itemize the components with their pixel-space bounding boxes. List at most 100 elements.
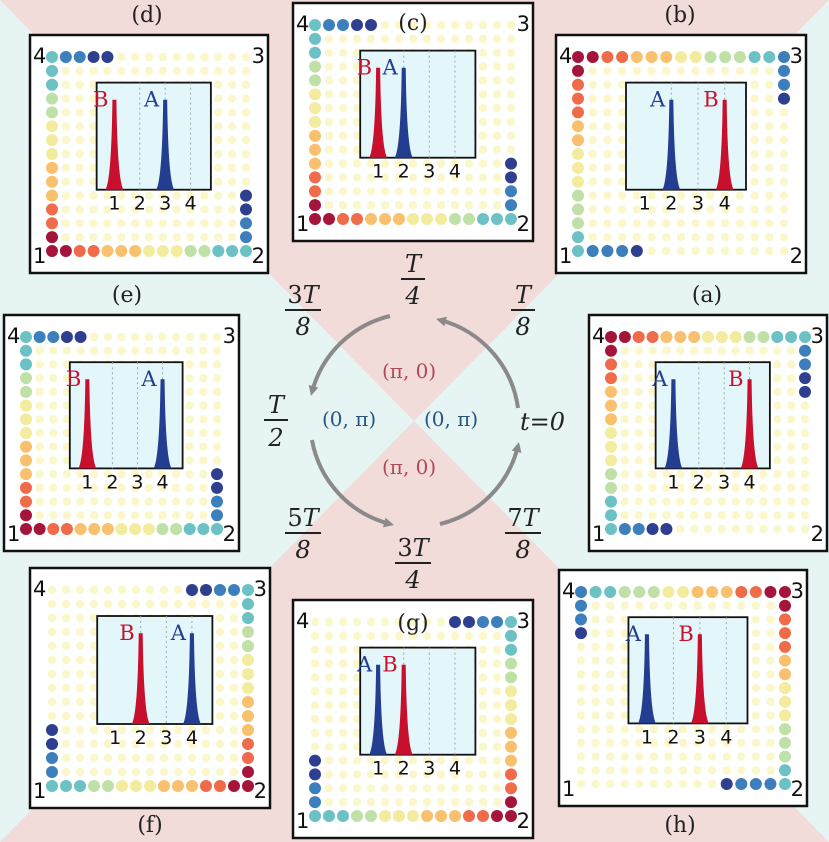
lattice-site: [722, 601, 731, 610]
lattice-site: [588, 94, 597, 103]
inset-tick-label: 1: [81, 471, 93, 493]
lattice-site: [693, 779, 702, 789]
edge-site: [46, 217, 58, 230]
lattice-site: [649, 724, 659, 734]
lattice-site: [620, 469, 630, 479]
lattice-site: [603, 108, 612, 117]
lattice-site: [591, 697, 600, 706]
lattice-site: [187, 767, 197, 777]
edge-site: [156, 523, 169, 535]
lattice-site: [130, 66, 140, 76]
lattice-site: [241, 149, 251, 159]
edge-site: [505, 671, 517, 684]
lattice-site: [89, 585, 99, 595]
edge-site: [601, 245, 614, 257]
lattice-site: [215, 655, 225, 665]
lattice-site: [200, 205, 209, 214]
lattice-site: [338, 631, 348, 641]
lattice-site: [352, 645, 362, 654]
lattice-site: [352, 34, 362, 44]
edge-site: [505, 726, 517, 739]
lattice-site: [172, 232, 181, 242]
lattice-site: [647, 205, 656, 214]
lattice-site: [338, 145, 348, 154]
lattice-site: [214, 52, 223, 62]
lattice-site: [492, 103, 502, 113]
edge-site: [20, 427, 32, 439]
lattice-site: [634, 511, 643, 520]
edge-site: [87, 245, 100, 257]
lattice-site: [352, 797, 362, 807]
lattice-site: [617, 135, 627, 145]
peak-label-B: B: [728, 367, 743, 391]
lattice-site: [605, 615, 615, 624]
lattice-site: [227, 135, 237, 145]
edge-site: [309, 768, 321, 781]
lattice-site: [380, 200, 390, 210]
lattice-site: [737, 601, 746, 610]
lattice-site: [800, 483, 810, 493]
lattice-site: [75, 739, 85, 749]
svg-text:2: 2: [267, 424, 283, 452]
edge-site: [677, 586, 689, 598]
peak-label-A: A: [649, 88, 666, 112]
lattice-site: [103, 232, 112, 242]
cycle-arrow-upper-right: [436, 316, 520, 409]
lattice-site: [731, 346, 740, 355]
lattice-site: [89, 232, 98, 242]
lattice-site: [227, 66, 237, 76]
edge-site: [74, 780, 86, 792]
lattice-site: [130, 52, 140, 62]
edge-site: [505, 796, 517, 809]
lattice-site: [576, 697, 586, 706]
corner-number-2: 2: [791, 777, 804, 801]
lattice-site: [737, 766, 746, 775]
corner-number-1: 1: [33, 244, 46, 268]
lattice-site: [130, 219, 140, 228]
lattice-site: [366, 173, 376, 182]
edge-site: [242, 710, 254, 722]
lattice-site: [620, 360, 630, 369]
lattice-site: [214, 135, 223, 145]
lattice-site: [464, 797, 474, 807]
lattice-site: [691, 66, 700, 76]
lattice-site: [144, 52, 154, 62]
lattice-site: [352, 756, 362, 765]
lattice-site: [117, 753, 127, 763]
lattice-site: [779, 246, 789, 256]
lattice-site: [380, 159, 390, 168]
lattice-site: [648, 387, 657, 397]
lattice-site: [735, 191, 745, 200]
lattice-site: [75, 585, 85, 595]
lattice-site: [103, 66, 112, 76]
lattice-site: [603, 122, 612, 131]
lattice-site: [89, 725, 99, 735]
lattice-site: [394, 34, 404, 44]
edge-site: [309, 171, 321, 184]
lattice-site: [800, 456, 810, 465]
lattice-site: [215, 739, 225, 749]
lattice-site: [722, 738, 731, 748]
edge-site: [505, 657, 517, 670]
lattice-site: [620, 656, 629, 665]
edge-site: [605, 468, 617, 481]
lattice-site: [647, 66, 656, 76]
lattice-site: [706, 191, 715, 200]
lattice-site: [338, 48, 348, 57]
lattice-site: [324, 617, 334, 627]
lattice-site: [620, 766, 629, 775]
lattice-site: [75, 599, 85, 609]
lattice-site: [75, 205, 84, 214]
lattice-site: [380, 617, 390, 627]
lattice-site: [703, 497, 713, 506]
lattice-site: [591, 779, 600, 789]
lattice-site: [62, 469, 72, 479]
lattice-site: [338, 645, 348, 654]
svg-text:T: T: [515, 281, 533, 309]
edge-site: [73, 51, 86, 63]
lattice-site: [720, 246, 730, 256]
lattice-site: [678, 779, 688, 789]
lattice-site: [591, 724, 600, 734]
lattice-site: [324, 117, 334, 127]
